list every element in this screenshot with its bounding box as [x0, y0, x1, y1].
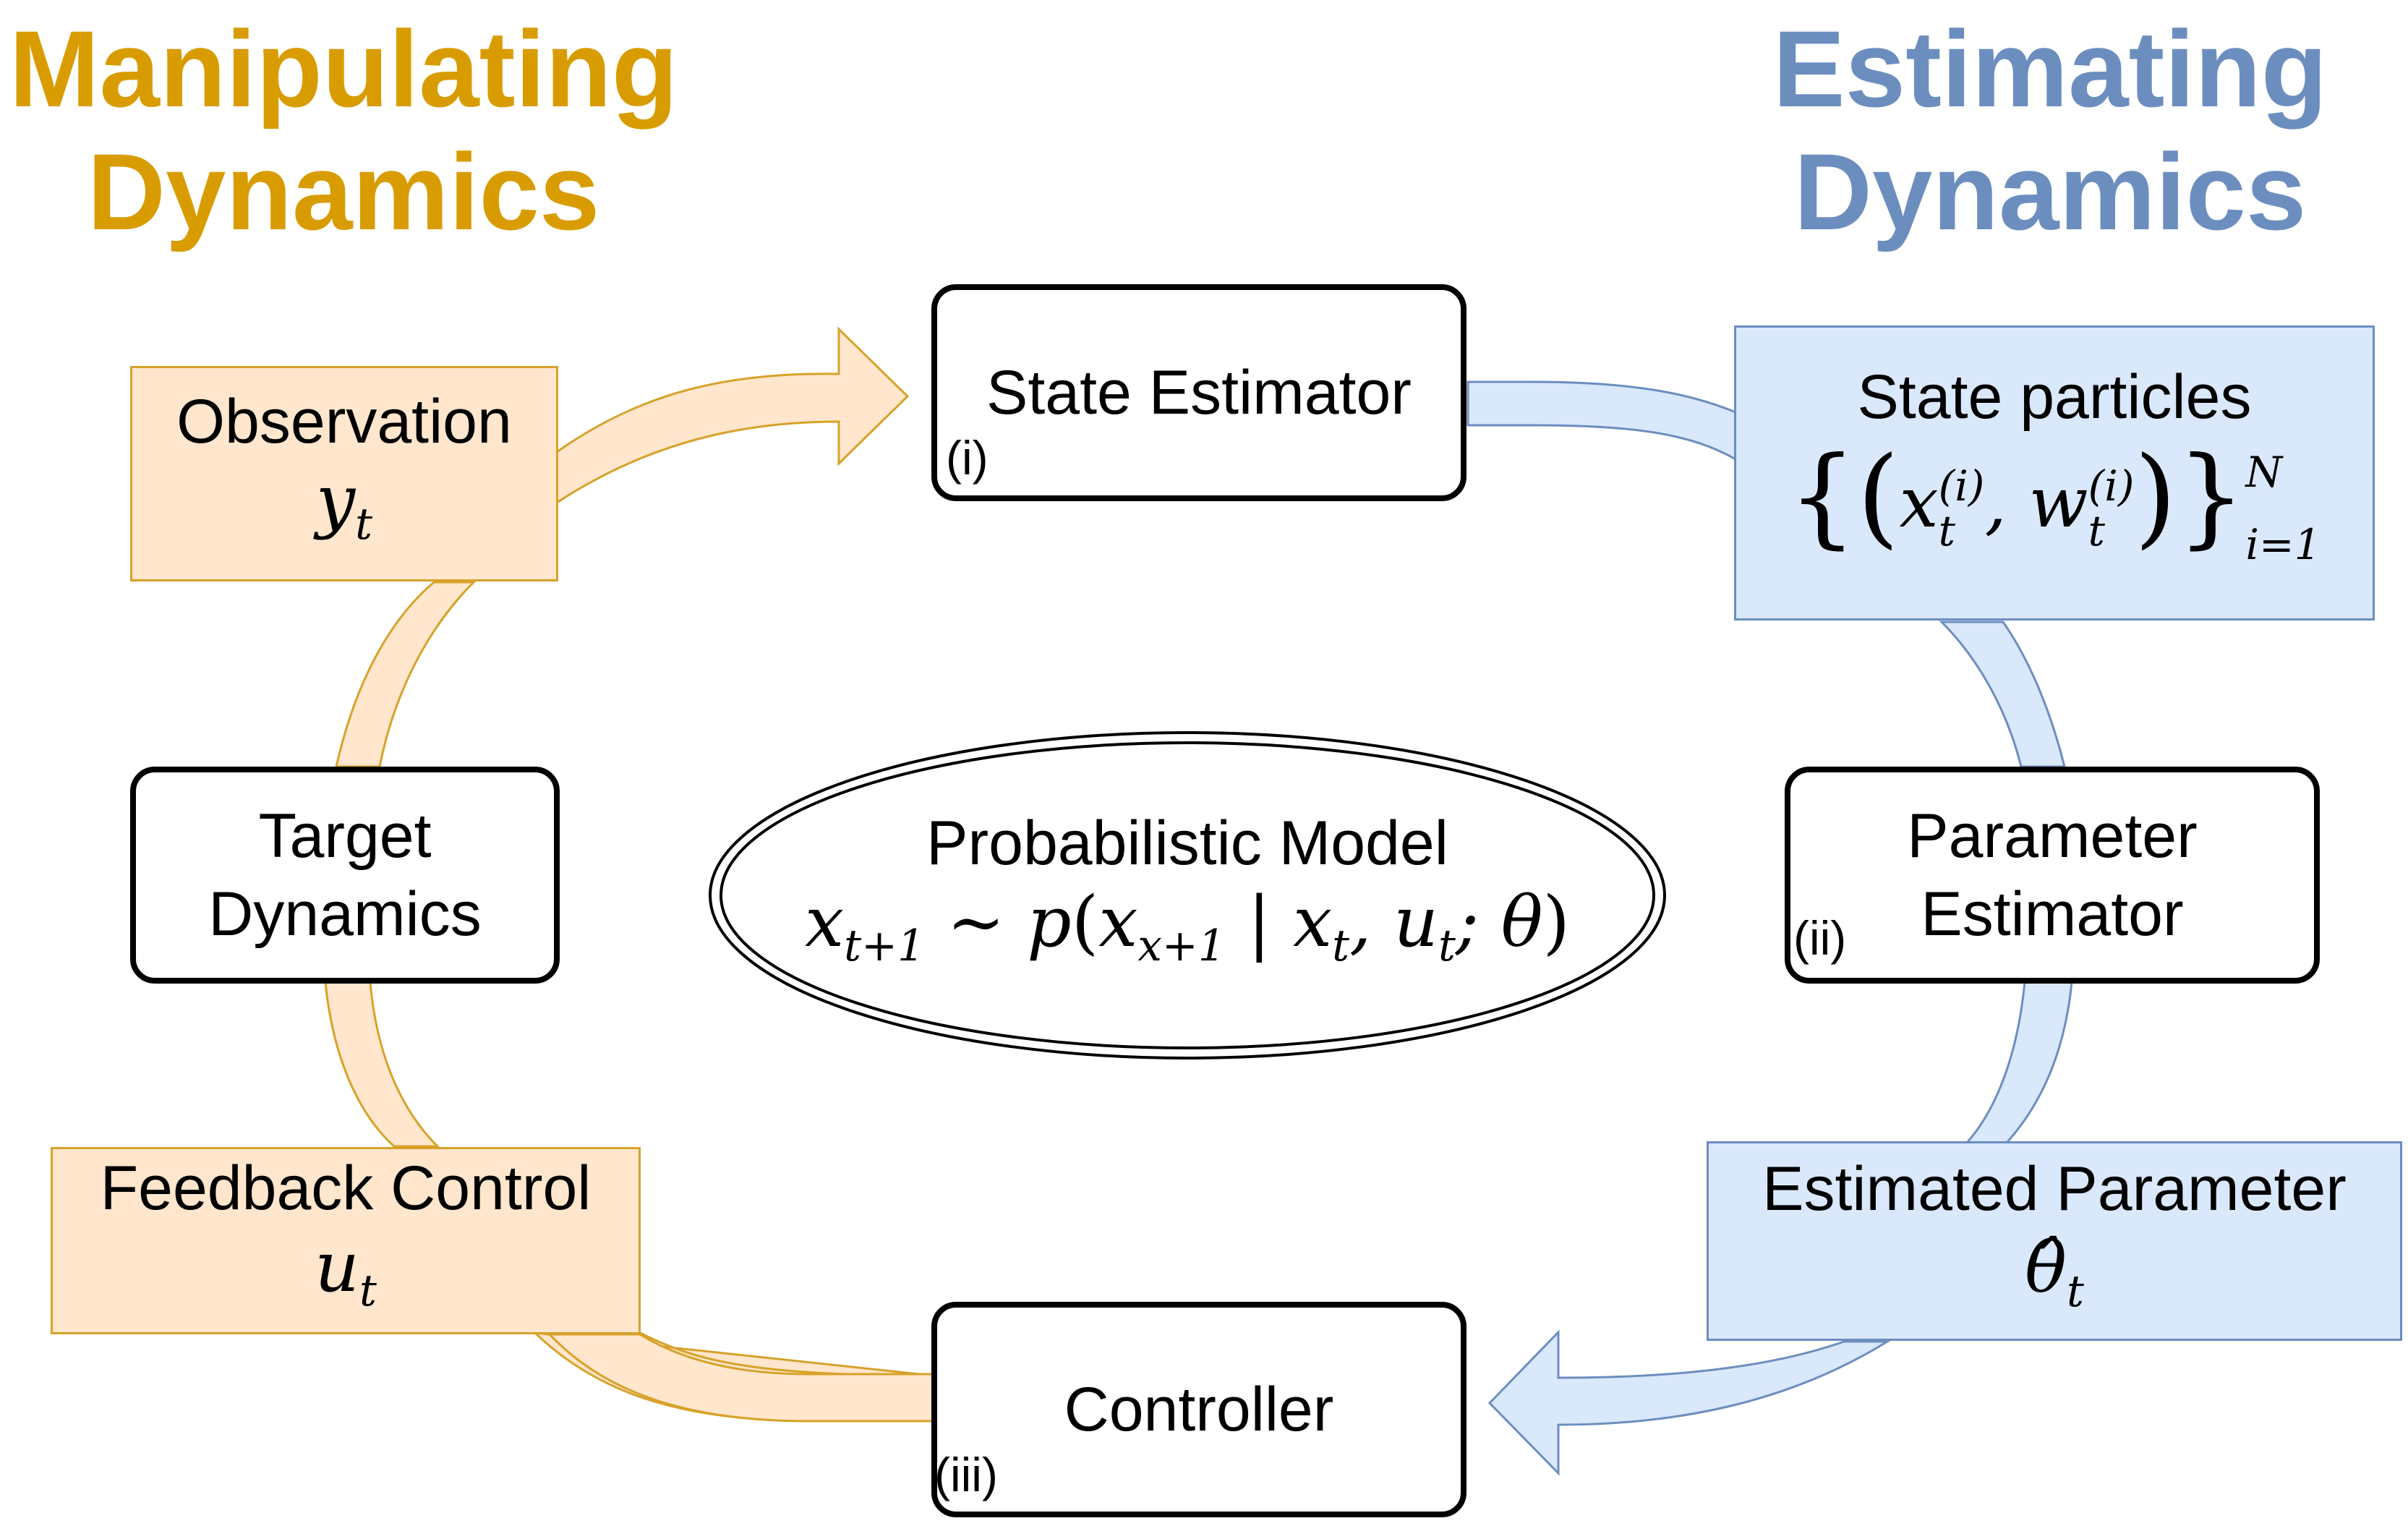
- arrow-feedback-to-target: [324, 981, 440, 1148]
- observation-node: Observation yt: [130, 366, 558, 581]
- parameter-estimator-label-line2: Estimator: [1921, 879, 2184, 949]
- observation-math: yt: [315, 459, 373, 550]
- state-particles-label: State particles: [1857, 362, 2252, 432]
- heading-line: Manipulating: [9, 8, 678, 129]
- feedback-control-math: ut: [315, 1227, 377, 1317]
- arrow-observation-to-state-estimator: [555, 326, 910, 505]
- controller-tag: (iii): [934, 1448, 998, 1501]
- parameter-estimator-label-line1: Parameter: [1907, 801, 2198, 871]
- controller-node: Controller: [931, 1302, 1466, 1517]
- arrow-target-to-observation: [335, 581, 477, 768]
- estimated-parameter-math: θ̂t: [2025, 1227, 2084, 1318]
- arrow-parameter-to-estimated: [1964, 981, 2073, 1144]
- probabilistic-model-label: Probabilistic Model: [926, 808, 1448, 878]
- controller-label: Controller: [1064, 1375, 1334, 1444]
- parameter-estimator-node: Parameter Estimator: [1785, 767, 2320, 984]
- estimated-parameter-label: Estimated Parameter: [1762, 1154, 2347, 1224]
- parameter-estimator-tag: (ii): [1793, 911, 1847, 965]
- target-dynamics-label-line1: Target: [258, 801, 432, 871]
- target-dynamics-node: Target Dynamics: [130, 767, 560, 984]
- feedback-control-label: Feedback Control: [100, 1154, 592, 1224]
- target-dynamics-label-line2: Dynamics: [208, 879, 482, 949]
- heading-line: Dynamics: [1793, 131, 2307, 252]
- arrow-estimated-to-controller: [1487, 1329, 1892, 1476]
- feedback-control-node: Feedback Control ut: [51, 1147, 641, 1334]
- estimating-dynamics-heading: Estimating Dynamics: [1707, 7, 2394, 253]
- probabilistic-model-ellipse: [709, 731, 1666, 1060]
- arrow-state-estimator-to-particles: [1466, 380, 1737, 461]
- observation-label: Observation: [176, 386, 512, 456]
- arrow-particles-to-parameter: [1939, 621, 2066, 768]
- state-estimator-node: State Estimator: [931, 284, 1466, 501]
- state-estimator-tag: (i): [946, 431, 989, 485]
- probabilistic-model-math: xt+1 ∼ p(xx+1 | xt, ut; θ): [805, 881, 1570, 972]
- probabilistic-model-node: Probabilistic Model xt+1 ∼ p(xx+1 | xt, …: [703, 725, 1672, 1065]
- heading-line: Dynamics: [87, 131, 600, 252]
- estimated-parameter-node: Estimated Parameter θ̂t: [1707, 1141, 2402, 1341]
- arrow-controller-to-feedback-body: [547, 1333, 934, 1423]
- heading-line: Estimating: [1772, 8, 2328, 129]
- state-estimator-label: State Estimator: [986, 358, 1412, 427]
- manipulating-dynamics-heading: Manipulating Dynamics: [0, 7, 687, 253]
